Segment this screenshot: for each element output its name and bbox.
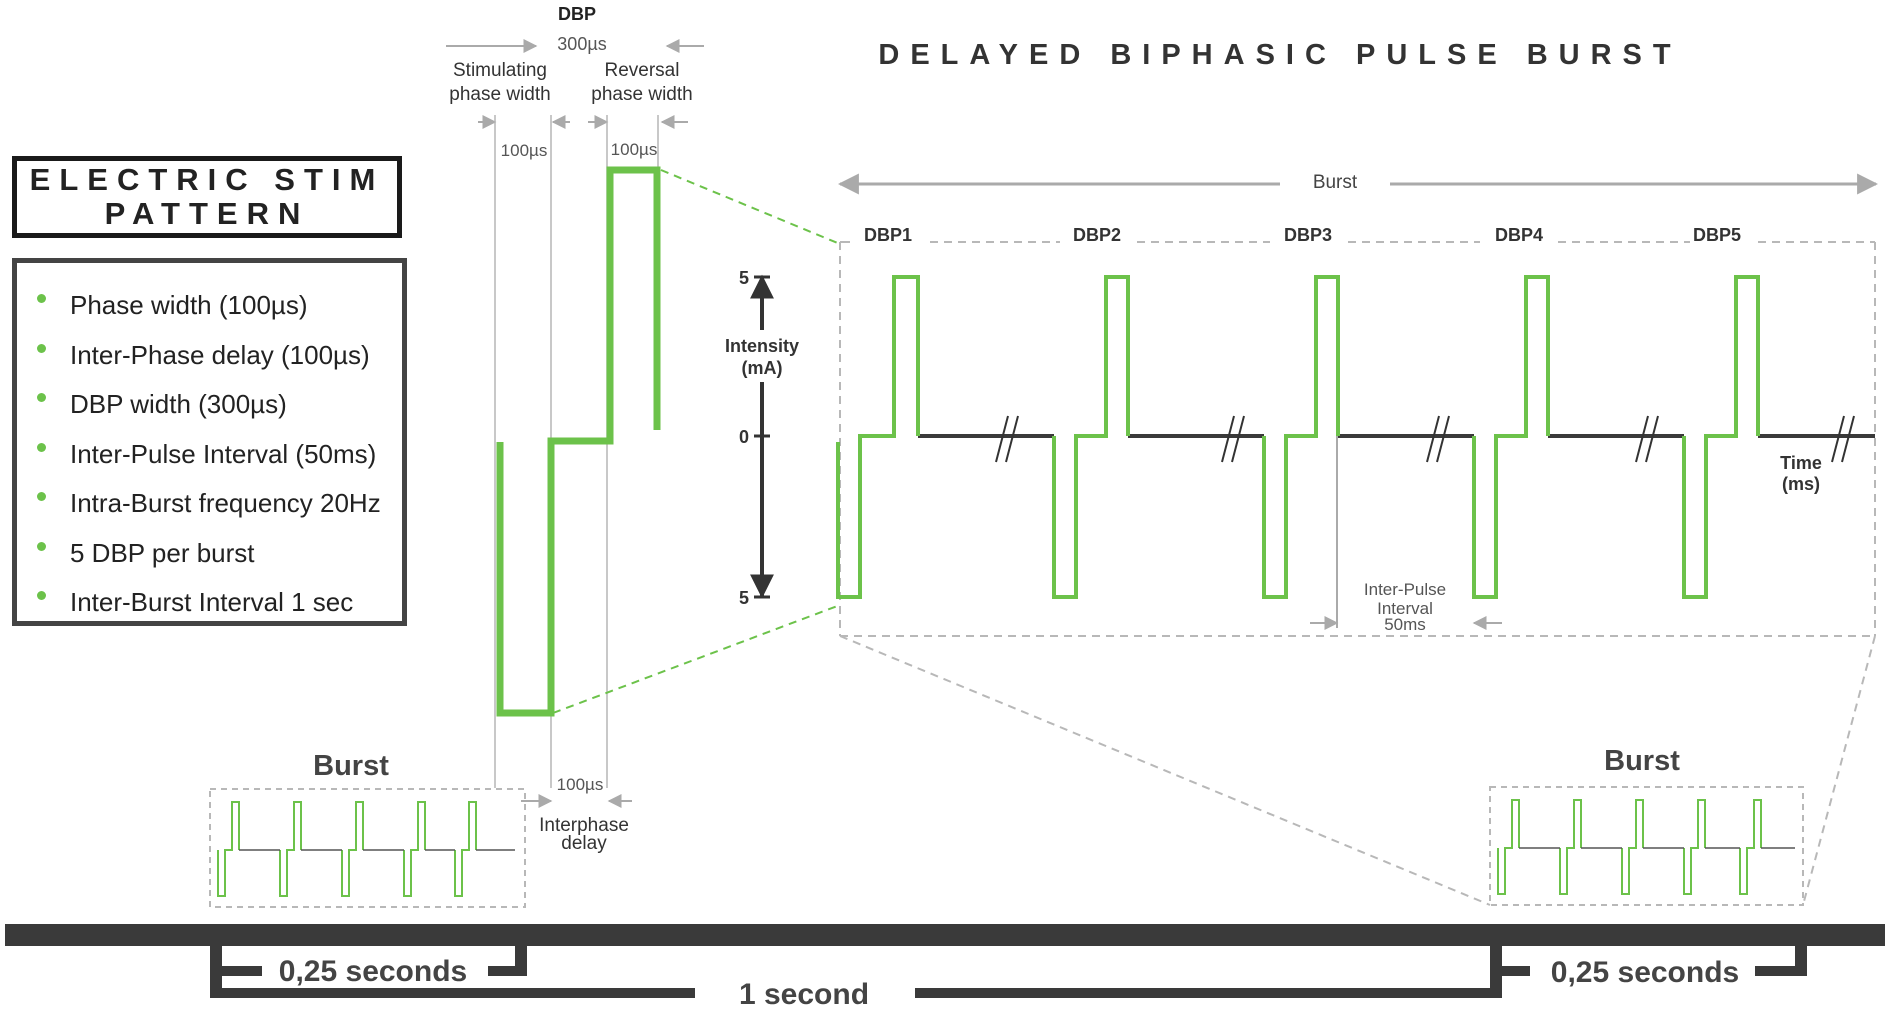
param-item: Inter-Phase delay (100µs) bbox=[37, 331, 402, 381]
right-duration: 0,25 seconds bbox=[1551, 956, 1739, 989]
second-line-right bbox=[915, 988, 1502, 998]
burst-pulse-3 bbox=[1262, 275, 1340, 599]
stim-width-value: 100µs bbox=[501, 141, 548, 160]
zoom-connector-right-1 bbox=[839, 635, 1491, 906]
mini-pulse bbox=[217, 801, 240, 897]
ipi-label-3: 50ms bbox=[1384, 615, 1426, 634]
parameter-list: Phase width (100µs) Inter-Phase delay (1… bbox=[12, 258, 407, 626]
ipi-label-2: Interval bbox=[1377, 599, 1433, 618]
pulse-label-2: DBP2 bbox=[1073, 225, 1121, 245]
rev-width-value: 100µs bbox=[611, 140, 658, 159]
zoom-connector-bottom bbox=[552, 604, 841, 714]
total-duration: 1 second bbox=[739, 978, 869, 1010]
burst-pulse-4 bbox=[1472, 275, 1550, 599]
bullet-icon bbox=[37, 492, 46, 502]
bracket-part bbox=[1490, 966, 1530, 976]
mini-pulse bbox=[1621, 799, 1644, 895]
mini-pulse bbox=[403, 801, 426, 897]
rev-label-1: Reversal bbox=[605, 60, 680, 81]
dbp-detail: DBP 300µs Stimulating phase width Revers… bbox=[446, 4, 704, 854]
interphase-label-2: delay bbox=[561, 833, 607, 854]
break-marks bbox=[995, 415, 1855, 463]
x-axis-title-2: (ms) bbox=[1782, 474, 1820, 494]
left-burst-label: Burst bbox=[313, 750, 389, 782]
pulse-label-3: DBP3 bbox=[1284, 225, 1332, 245]
timeline: 0,25 seconds 0,25 seconds 1 second bbox=[5, 924, 1885, 1010]
second-line-left bbox=[210, 988, 695, 998]
param-item: Inter-Burst Interval 1 sec bbox=[37, 578, 402, 628]
y-tick-bottom: 5 bbox=[739, 588, 749, 608]
rev-label-2: phase width bbox=[591, 84, 692, 105]
pulse-label-1: DBP1 bbox=[864, 225, 912, 245]
bullet-icon bbox=[37, 294, 46, 304]
ipi-label-1: Inter-Pulse bbox=[1364, 580, 1446, 599]
pulse-label-5: DBP5 bbox=[1693, 225, 1741, 245]
param-text: Inter-Pulse Interval (50ms) bbox=[70, 438, 377, 469]
param-text: DBP width (300µs) bbox=[70, 389, 287, 420]
mini-pulse bbox=[1497, 799, 1520, 895]
pattern-title-box: ELECTRIC STIM PATTERN bbox=[12, 156, 402, 238]
bullet-icon bbox=[37, 591, 46, 601]
right-mini-burst: Burst bbox=[1489, 745, 1804, 906]
bullet-icon bbox=[37, 541, 46, 551]
x-axis-title-1: Time bbox=[1780, 453, 1822, 473]
param-item: Phase width (100µs) bbox=[37, 281, 402, 331]
mini-pulse bbox=[1683, 799, 1706, 895]
bracket-part bbox=[1755, 966, 1807, 976]
burst-waveform: Burst DBP1 DBP2 DBP3 DBP4 DBP5 5 0 5 Int… bbox=[725, 172, 1879, 637]
pulse-label-4: DBP4 bbox=[1495, 225, 1543, 245]
mini-pulse bbox=[1739, 799, 1762, 895]
y-axis-title-2: (mA) bbox=[742, 358, 783, 378]
left-duration: 0,25 seconds bbox=[279, 955, 467, 988]
mini-pulse bbox=[279, 801, 302, 897]
timeline-bar bbox=[5, 924, 1885, 946]
param-text: Intra-Burst frequency 20Hz bbox=[70, 488, 381, 519]
interphase-label-1: Interphase bbox=[539, 815, 629, 836]
bracket-part bbox=[210, 966, 262, 976]
interphase-width-value: 100µs bbox=[557, 775, 604, 794]
dbp-label: DBP bbox=[558, 4, 596, 24]
zoom-connector-right-2 bbox=[1802, 635, 1876, 906]
pattern-title-line2: PATTERN bbox=[104, 196, 310, 231]
right-burst-label: Burst bbox=[1604, 745, 1680, 777]
stim-label-1: Stimulating bbox=[453, 60, 547, 81]
burst-pulse-1 bbox=[836, 275, 920, 599]
param-item: Intra-Burst frequency 20Hz bbox=[37, 479, 402, 529]
zoomed-pulse bbox=[496, 166, 661, 717]
param-item: DBP width (300µs) bbox=[37, 380, 402, 430]
left-mini-burst: Burst bbox=[209, 750, 526, 908]
y-tick-zero: 0 bbox=[739, 427, 749, 447]
bullet-icon bbox=[37, 442, 46, 452]
param-text: Inter-Burst Interval 1 sec bbox=[70, 587, 354, 618]
bracket-part bbox=[488, 966, 527, 976]
param-text: Phase width (100µs) bbox=[70, 290, 308, 321]
zoom-connector-top bbox=[660, 169, 841, 245]
bullet-icon bbox=[37, 393, 46, 403]
bullet-icon bbox=[37, 343, 46, 353]
mini-pulse bbox=[1559, 799, 1582, 895]
dbp-total-width: 300µs bbox=[557, 34, 606, 54]
y-tick-top: 5 bbox=[739, 268, 749, 288]
param-item: 5 DBP per burst bbox=[37, 529, 402, 579]
param-text: Inter-Phase delay (100µs) bbox=[70, 339, 370, 370]
param-item: Inter-Pulse Interval (50ms) bbox=[37, 430, 402, 480]
main-title: DELAYED BIPHASIC PULSE BURST bbox=[878, 39, 1681, 71]
burst-pulse-5 bbox=[1682, 275, 1760, 599]
mini-pulse bbox=[341, 801, 364, 897]
param-text: 5 DBP per burst bbox=[70, 537, 255, 568]
mini-pulse bbox=[454, 801, 477, 897]
burst-pulse-2 bbox=[1052, 275, 1130, 599]
burst-label: Burst bbox=[1313, 172, 1358, 193]
right-burst-frame bbox=[1489, 786, 1804, 906]
stim-label-2: phase width bbox=[449, 84, 550, 105]
y-axis-title-1: Intensity bbox=[725, 336, 799, 356]
pattern-title-line1: ELECTRIC STIM bbox=[29, 162, 385, 197]
left-burst-frame bbox=[209, 788, 526, 908]
